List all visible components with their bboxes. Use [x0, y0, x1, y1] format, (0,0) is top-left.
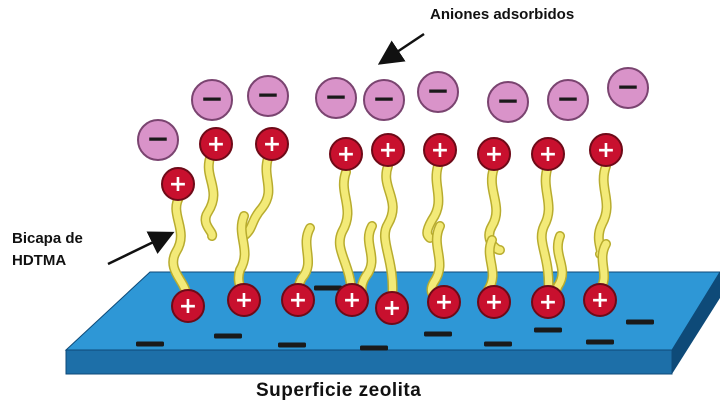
anion: − — [248, 76, 288, 116]
cation-head: + — [200, 128, 232, 160]
plus-sign: + — [383, 296, 401, 321]
anion: − — [488, 82, 528, 122]
minus-sign: − — [372, 82, 395, 115]
cation-head: + — [532, 138, 564, 170]
cation-head: + — [590, 134, 622, 166]
plus-sign: + — [485, 142, 503, 167]
surface-negative-charge — [626, 320, 654, 325]
cation-head: + — [532, 286, 564, 318]
plus-sign: + — [435, 290, 453, 315]
cation-head: + — [372, 134, 404, 166]
minus-sign: − — [426, 74, 449, 107]
minus-sign: − — [256, 78, 279, 111]
surface-negative-charge — [424, 332, 452, 337]
plus-sign: + — [485, 290, 503, 315]
plus-sign: + — [207, 132, 225, 157]
cation-head: + — [282, 284, 314, 316]
minus-sign: − — [496, 84, 519, 117]
bilayer-pointer-arrow — [108, 234, 170, 264]
minus-sign: − — [616, 70, 639, 103]
anions-pointer-arrow — [382, 34, 424, 62]
minus-sign: − — [200, 82, 223, 115]
cation-head: + — [172, 290, 204, 322]
plus-sign: + — [539, 142, 557, 167]
surface-negative-charge — [534, 328, 562, 333]
cation-head: + — [424, 134, 456, 166]
surface-negative-charge — [278, 343, 306, 348]
plus-sign: + — [169, 172, 187, 197]
cation-head: + — [256, 128, 288, 160]
minus-sign: − — [146, 122, 169, 155]
surface-negative-charge — [314, 286, 342, 291]
surface-negative-charge — [214, 334, 242, 339]
plus-sign: + — [337, 142, 355, 167]
anion: − — [608, 68, 648, 108]
cation-head: + — [336, 284, 368, 316]
plus-sign: + — [263, 132, 281, 157]
anion: − — [548, 80, 588, 120]
adsorbed-anions-label: Aniones adsorbidos — [430, 6, 574, 23]
plus-sign: + — [235, 288, 253, 313]
cation-head: + — [584, 284, 616, 316]
plus-sign: + — [379, 138, 397, 163]
anion: − — [316, 78, 356, 118]
anion: − — [138, 120, 178, 160]
surface-front-face — [66, 350, 672, 374]
plus-sign: + — [591, 288, 609, 313]
plus-sign: + — [431, 138, 449, 163]
cation-head: + — [428, 286, 460, 318]
surface-negative-charge — [586, 340, 614, 345]
anion: − — [192, 80, 232, 120]
plus-sign: + — [289, 288, 307, 313]
cation-head: + — [376, 292, 408, 324]
plus-sign: + — [179, 294, 197, 319]
cation-head: + — [478, 138, 510, 170]
plus-sign: + — [539, 290, 557, 315]
cation-head: + — [228, 284, 260, 316]
bilayer-label-line2: HDTMA — [12, 250, 83, 272]
plus-sign: + — [343, 288, 361, 313]
cation-head: + — [162, 168, 194, 200]
minus-sign: − — [324, 80, 347, 113]
surface-negative-charge — [360, 346, 388, 351]
surface-negative-charge — [136, 342, 164, 347]
surface-label: Superficie zeolita — [256, 380, 421, 402]
surface-negative-charge — [484, 342, 512, 347]
plus-sign: + — [597, 138, 615, 163]
cation-head: + — [330, 138, 362, 170]
anion: − — [418, 72, 458, 112]
cation-head: + — [478, 286, 510, 318]
anion: − — [364, 80, 404, 120]
bilayer-label: Bicapa de HDTMA — [12, 228, 83, 272]
bilayer-label-line1: Bicapa de — [12, 228, 83, 250]
minus-sign: − — [556, 82, 579, 115]
